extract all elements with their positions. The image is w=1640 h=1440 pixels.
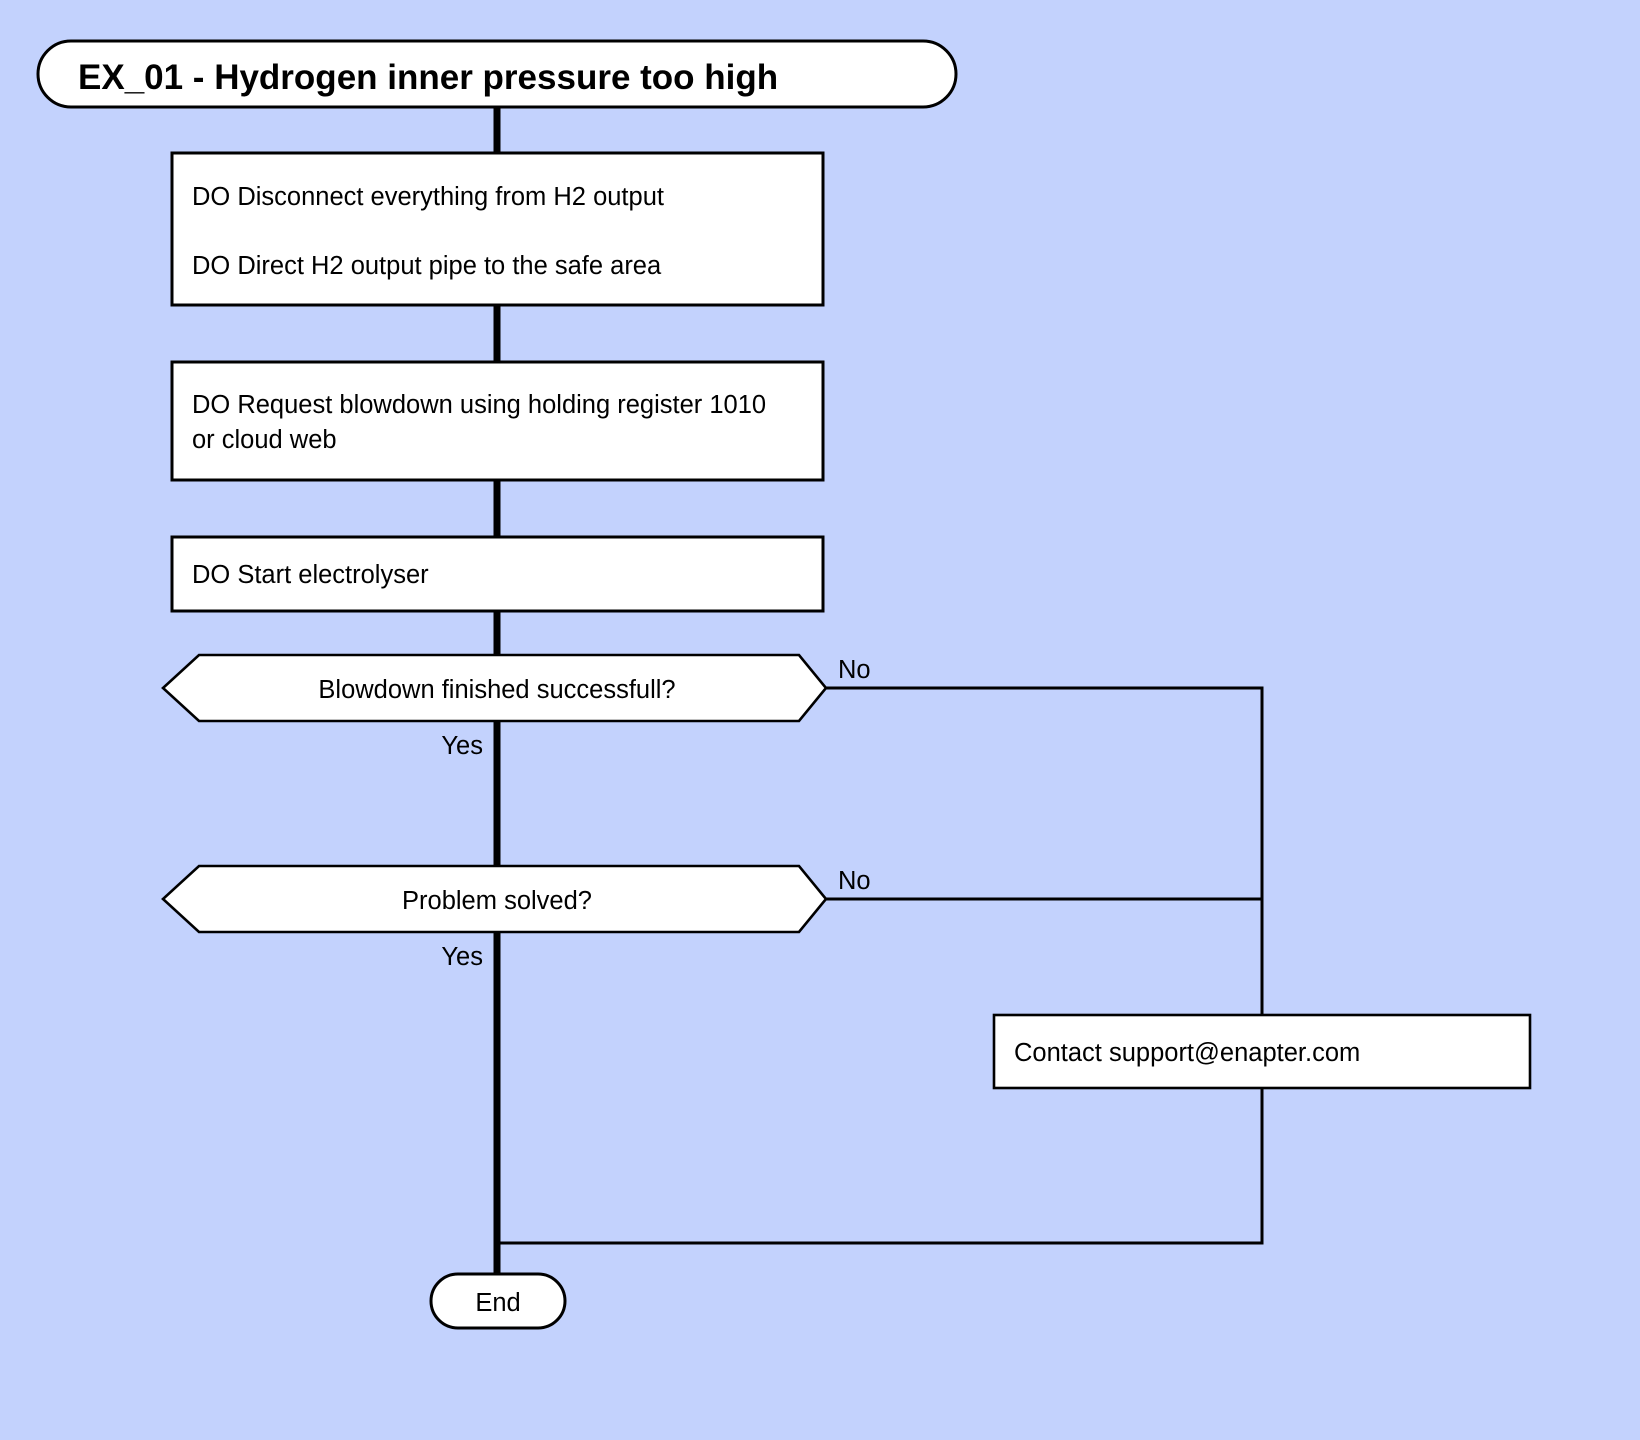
support-box-shape — [992, 1013, 1532, 1090]
decision1-label: Blowdown finished successfull? — [318, 676, 675, 704]
end-terminator-shape — [429, 1272, 567, 1330]
edge-label-decision2-yes: Yes — [441, 943, 483, 971]
node-decision2[interactable]: Problem solved? — [161, 864, 828, 934]
edge-label-decision1-yes: Yes — [441, 732, 483, 760]
step2-line1: DO Request blowdown using holding regist… — [192, 391, 766, 419]
edge-labels: No Yes No Yes — [441, 656, 870, 971]
step3-line1: DO Start electrolyser — [192, 561, 429, 589]
node-step2[interactable]: DO Request blowdown using holding regist… — [170, 360, 825, 482]
start-terminator-label: EX_01 - Hydrogen inner pressure too high — [78, 58, 778, 97]
connector-support-to-end — [497, 1088, 1264, 1245]
decision2-hexagon-shape — [161, 864, 828, 934]
node-support[interactable]: Contact support@enapter.com — [992, 1013, 1532, 1090]
connector-decision1-no-to-support — [826, 686, 1264, 1015]
node-start[interactable]: EX_01 - Hydrogen inner pressure too high — [36, 39, 958, 109]
edge-label-decision1-no: No — [838, 656, 871, 684]
node-end[interactable]: End — [429, 1272, 567, 1330]
end-terminator-label: End — [475, 1289, 520, 1317]
support-label: Contact support@enapter.com — [1014, 1039, 1360, 1067]
decision1-hexagon-shape — [161, 653, 828, 723]
step1-line1: DO Disconnect everything from H2 output — [192, 183, 664, 211]
step1-box-shape — [170, 151, 825, 307]
step2-line2: or cloud web — [192, 426, 337, 454]
edge-label-decision2-no: No — [838, 867, 871, 895]
connectors — [493, 105, 1264, 1280]
step1-line2: DO Direct H2 output pipe to the safe are… — [192, 252, 662, 280]
step2-box-shape — [170, 360, 825, 482]
step3-box-shape — [170, 535, 825, 613]
decision2-label: Problem solved? — [402, 887, 592, 915]
start-terminator-shape — [36, 39, 958, 109]
node-decision1[interactable]: Blowdown finished successfull? — [161, 653, 828, 723]
node-step1[interactable]: DO Disconnect everything from H2 output … — [170, 151, 825, 307]
node-step3[interactable]: DO Start electrolyser — [170, 535, 825, 613]
